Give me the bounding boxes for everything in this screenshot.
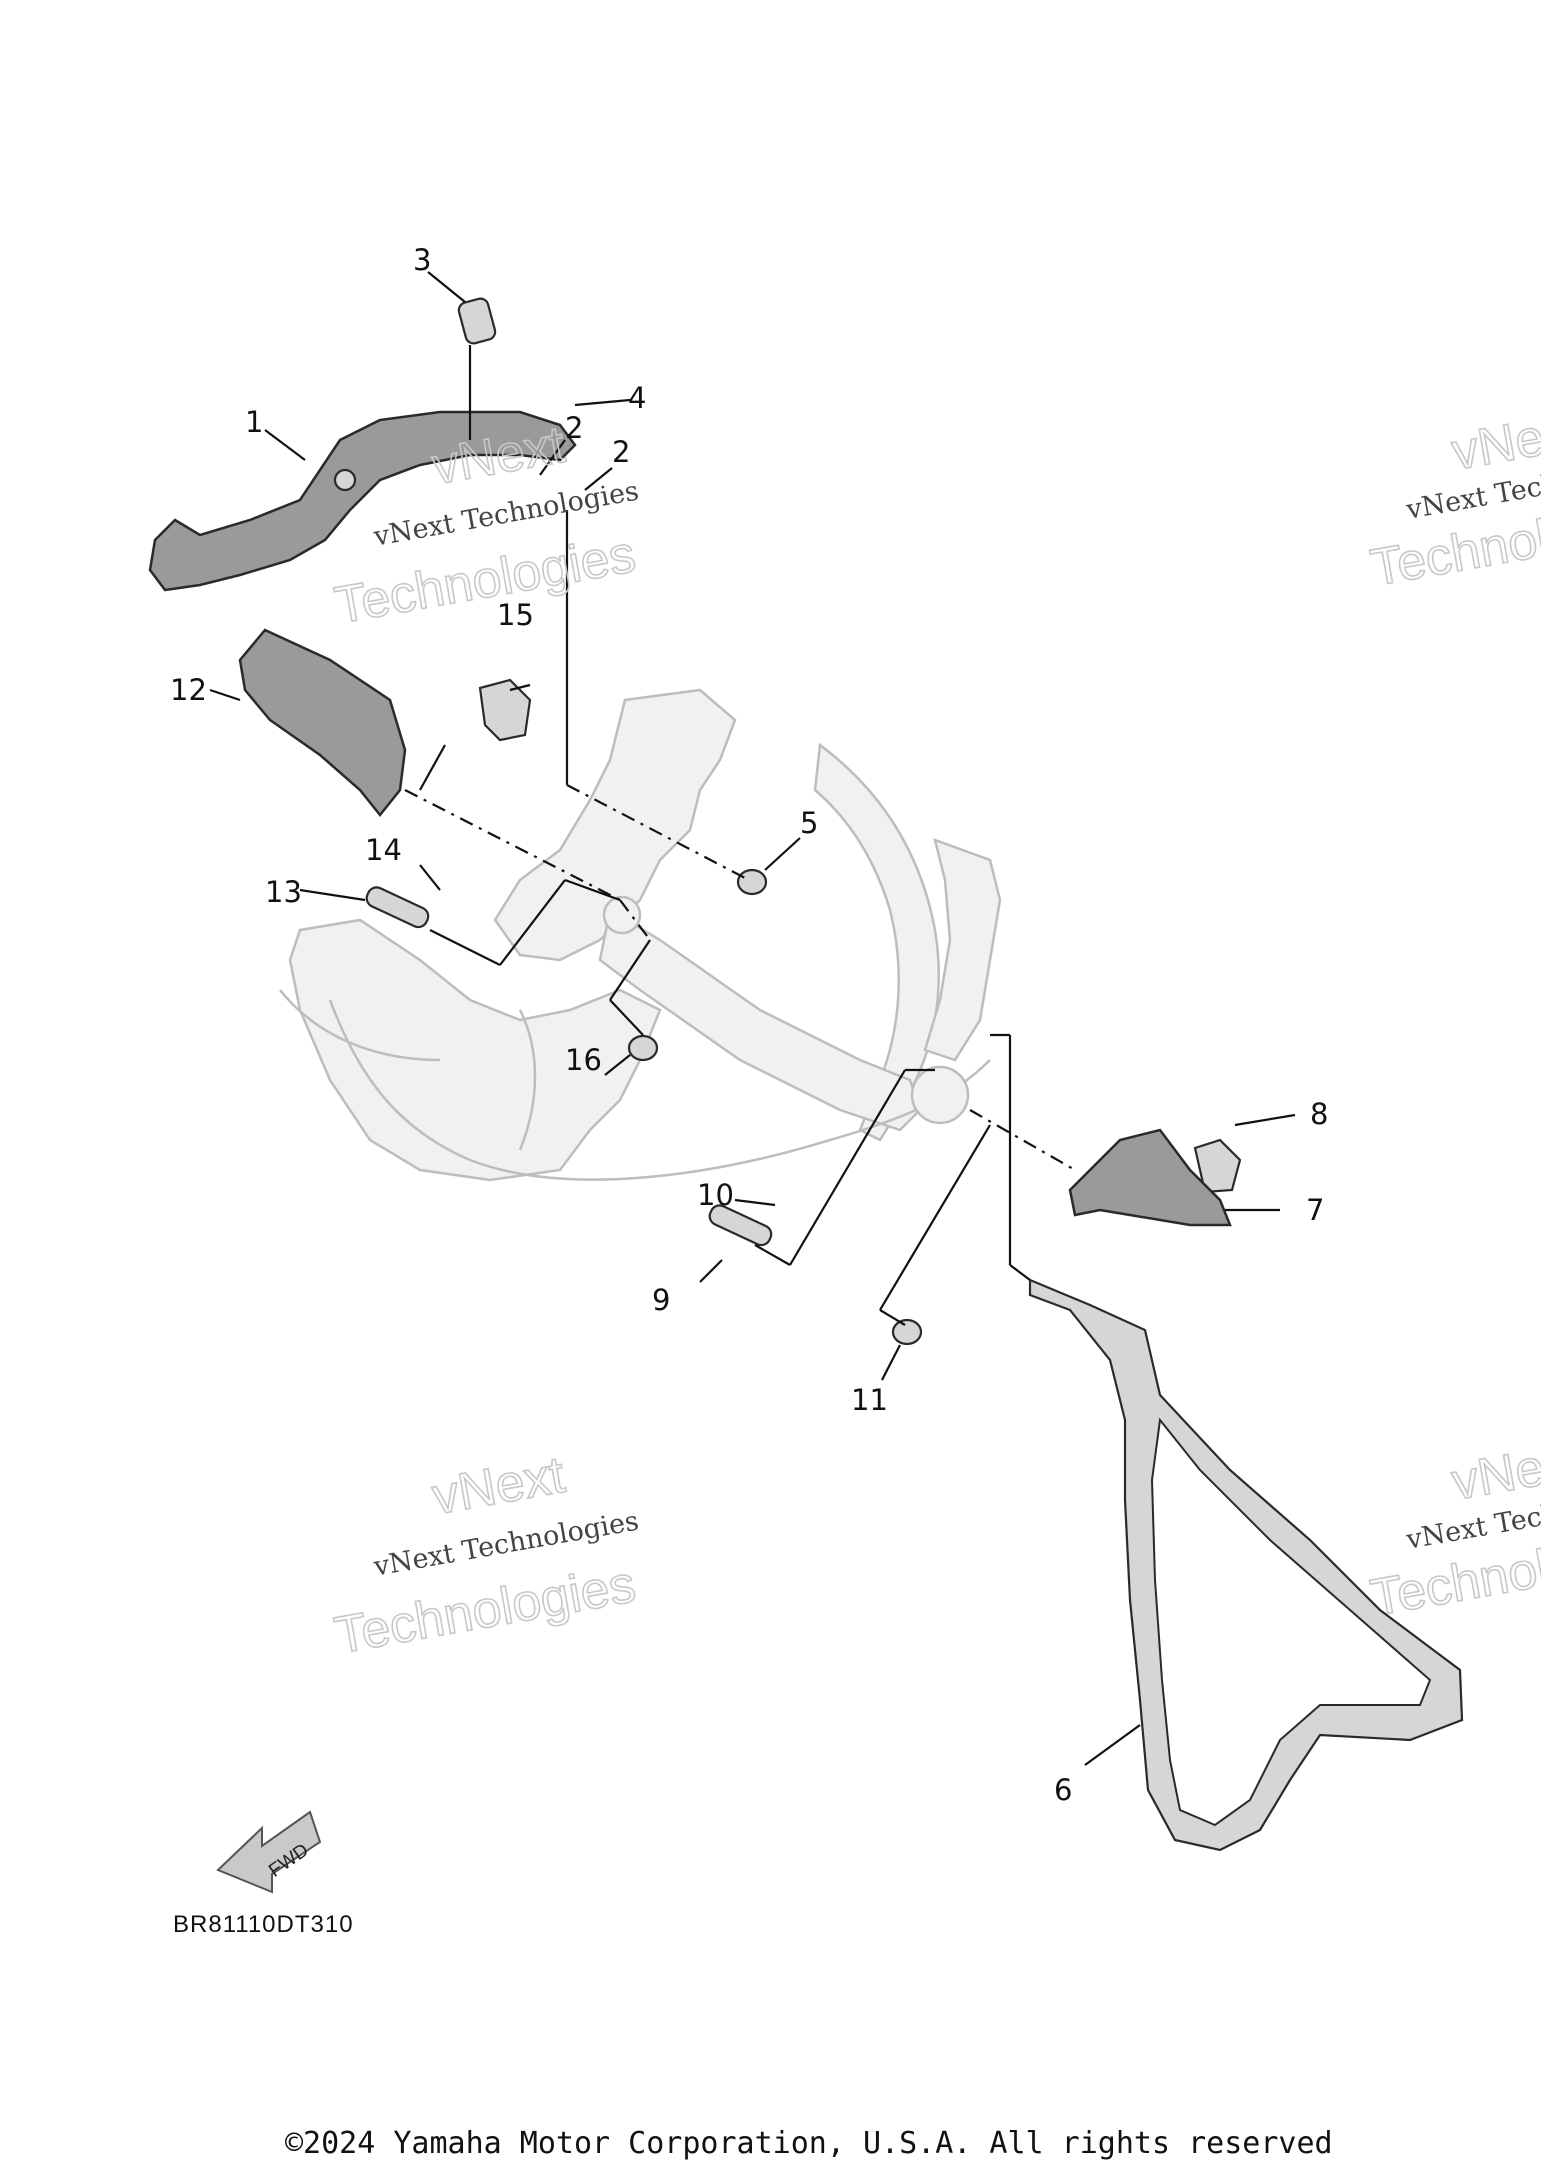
- right-footrest-part: [1068, 1128, 1232, 1227]
- watermark-line1-right: vNext: [1448, 401, 1541, 481]
- watermark: vNext vNext Technologies Technologies vN…: [330, 401, 1541, 1666]
- washer-right-part: [891, 1318, 923, 1346]
- callout-2a: 2: [565, 411, 583, 445]
- brake-pedal-part: [148, 410, 577, 592]
- washer-part: [736, 868, 768, 896]
- drawing-code: BR81110DT310: [173, 1911, 354, 1938]
- callout-5: 5: [800, 806, 818, 840]
- left-footrest-spring-part: [478, 678, 532, 742]
- callout-7: 7: [1306, 1193, 1324, 1227]
- callout-8: 8: [1310, 1097, 1328, 1131]
- callout-6: 6: [1054, 1773, 1072, 1807]
- callouts: 1 2 2 3 4 5 6 7 8 9 10 11 12 13 14 15 16: [170, 243, 1328, 1807]
- callout-3: 3: [413, 243, 431, 277]
- right-footrest-pin-part: [708, 1204, 773, 1247]
- leader-lines: [209, 271, 1296, 1766]
- callout-9: 9: [652, 1283, 670, 1317]
- callout-2b: 2: [612, 435, 630, 469]
- left-footrest-pin-part: [365, 886, 430, 929]
- callout-1: 1: [245, 405, 263, 439]
- watermark-line1-lower: vNext: [428, 1446, 570, 1526]
- callout-13: 13: [265, 875, 302, 909]
- callout-14: 14: [365, 833, 402, 867]
- forward-arrow-icon: FWD: [216, 1810, 322, 1894]
- pedal-pivot-hole: [333, 468, 357, 492]
- callout-10: 10: [697, 1178, 734, 1212]
- callout-4: 4: [628, 381, 646, 415]
- callout-15: 15: [497, 598, 534, 632]
- copyright-notice: ©2024 Yamaha Motor Corporation, U.S.A. A…: [285, 2126, 1333, 2161]
- return-spring-part: [457, 297, 497, 345]
- callout-11: 11: [851, 1383, 888, 1417]
- washer-left-part: [627, 1034, 659, 1062]
- callout-16: 16: [565, 1043, 602, 1077]
- watermark-line1-lower-right: vNext: [1448, 1431, 1541, 1511]
- left-footrest-part: [238, 628, 407, 818]
- callout-12: 12: [170, 673, 207, 707]
